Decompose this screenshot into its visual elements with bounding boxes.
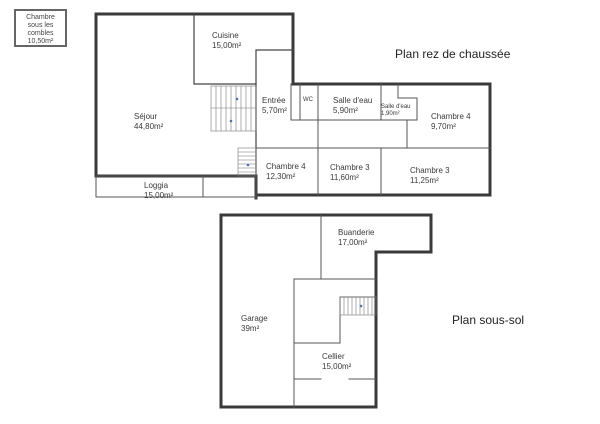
room-area: 15,00m² [322, 362, 352, 371]
room-entree: Entrée 5,70m² [262, 96, 287, 116]
room-wc: WC [303, 97, 313, 104]
legend-line-3: combles [27, 30, 54, 37]
room-area: 39m² [241, 324, 260, 333]
room-area: 5,90m² [333, 106, 358, 115]
room-chambre-4-west: Chambre 4 12,30m² [266, 162, 306, 182]
room-area: 11,60m² [330, 173, 359, 182]
legend-line-2: sous les [27, 22, 54, 29]
room-cuisine: Cuisine 15,00m² [212, 31, 241, 51]
room-name: Entrée [262, 96, 286, 105]
room-name: Loggia [144, 181, 169, 190]
room-salle-deau-small: Salle d'eau 1,90m² [381, 104, 411, 118]
room-name: Cellier [322, 352, 345, 361]
room-loggia: Loggia 15,00m² [144, 181, 173, 201]
room-area: 15,00m² [212, 41, 242, 50]
room-chambre-4-east: Chambre 4 9,70m² [431, 112, 471, 132]
basement-stairs [339, 296, 377, 316]
room-name: Buanderie [338, 228, 375, 237]
room-buanderie: Buanderie 17,00m² [338, 228, 374, 248]
attic-room-legend: Chambre sous les combles 10,50m² [14, 9, 67, 47]
room-area: 1,90m² [381, 111, 400, 117]
room-sejour: Séjour 44,80m² [134, 112, 163, 132]
room-area: 5,70m² [262, 106, 287, 115]
room-cellier: Cellier 15,00m² [322, 352, 351, 372]
room-name: Chambre 3 [330, 163, 370, 172]
room-name: Garage [241, 314, 268, 323]
basement-walls [219, 213, 433, 409]
room-area: 9,70m² [431, 122, 456, 131]
room-name: Salle d'eau [333, 96, 373, 105]
room-area: 17,00m² [338, 238, 368, 247]
room-chambre-3-east: Chambre 3 11,25m² [410, 166, 450, 186]
room-area: 12,30m² [266, 172, 296, 181]
legend-area: 10,50m² [27, 38, 54, 45]
room-name: Chambre 4 [431, 112, 471, 121]
room-name: Chambre 3 [410, 166, 450, 175]
room-name: Salle d'eau [381, 104, 411, 110]
room-chambre-3-middle: Chambre 3 11,60m² [330, 163, 370, 183]
room-area: 15,00m² [144, 191, 174, 200]
room-area: 44,80m² [134, 122, 164, 131]
room-garage: Garage 39m² [241, 314, 268, 334]
legend-line-1: Chambre [26, 14, 55, 21]
ground-floor-stairs [210, 85, 257, 177]
ground-floor-title: Plan rez de chaussée [395, 47, 511, 61]
room-area: 11,25m² [410, 176, 439, 185]
room-name: Séjour [134, 112, 158, 121]
room-salle-deau: Salle d'eau 5,90m² [333, 96, 372, 116]
room-name: Chambre 4 [266, 162, 306, 171]
basement-title: Plan sous-sol [452, 313, 525, 327]
room-name: WC [303, 97, 313, 103]
room-name: Cuisine [212, 31, 239, 40]
